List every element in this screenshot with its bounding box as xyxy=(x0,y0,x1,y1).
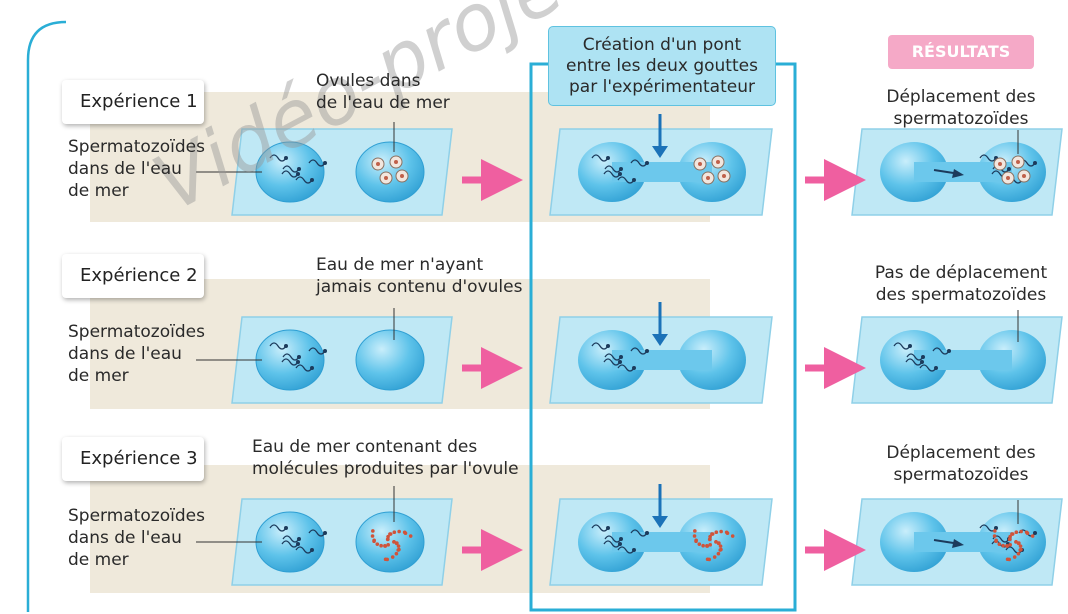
experience-1-movement-arrow xyxy=(933,169,964,178)
experience-2-sperm-drop xyxy=(255,329,325,391)
experience-3-blue-arrow xyxy=(652,484,668,528)
experience-1-result-drops xyxy=(880,142,1046,202)
experience-1-sperm-group xyxy=(269,154,327,184)
experience-2-result-sperm-group xyxy=(893,342,951,372)
experience-1-result-ovules xyxy=(993,155,1031,185)
experience-1-badge: Expérience 1 xyxy=(62,80,204,124)
experience-1-ovules xyxy=(371,155,409,185)
experience-3-molecules xyxy=(370,529,413,562)
experience-1-bridge-sperm-group xyxy=(591,154,649,184)
experience-3-bridge-sperm-group xyxy=(591,524,649,554)
experience-3-result-drops xyxy=(880,512,1046,572)
experience-2-blue-arrow xyxy=(652,302,668,346)
experience-2-bridged-drops xyxy=(578,330,746,390)
experience-1-bridge-ovules xyxy=(693,155,731,185)
experience-3-bridge-molecules xyxy=(692,529,735,562)
experience-1-blue-arrow xyxy=(652,114,668,158)
experience-3-sperm-drop xyxy=(255,511,325,573)
results-header-badge: RÉSULTATS xyxy=(888,35,1034,69)
frame-corner-line xyxy=(26,20,67,612)
experience-2-bridge-sperm-group xyxy=(591,342,649,372)
experience-3-second-drop xyxy=(355,511,425,573)
experience-3-sperm-group xyxy=(269,524,327,554)
experience-1-bridged-drops xyxy=(578,142,746,202)
experience-2-second-drop xyxy=(355,329,425,391)
experience-3-bridged-drops xyxy=(578,512,746,572)
experience-3-badge: Expérience 3 xyxy=(62,437,204,481)
experience-3-movement-arrow xyxy=(933,539,964,548)
experience-1-second-drop xyxy=(355,141,425,203)
experience-2-result-drops xyxy=(880,330,1046,390)
experience-2-sperm-group xyxy=(269,342,327,372)
experience-2-badge: Expérience 2 xyxy=(62,254,204,298)
experience-3-result-molecules xyxy=(992,529,1035,562)
